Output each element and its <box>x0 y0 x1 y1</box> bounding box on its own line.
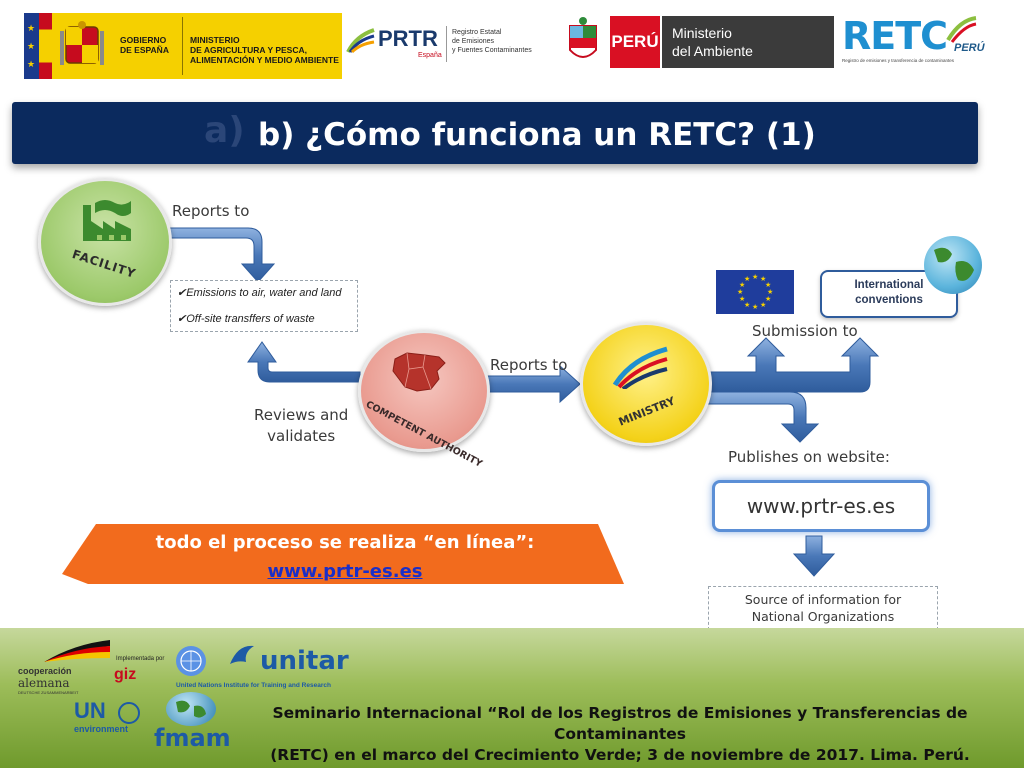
international-line1: International <box>854 279 924 291</box>
un-environment-logo: UN environment <box>70 698 150 754</box>
submission-to-label: Submission to <box>752 322 858 340</box>
spain-flag-strip <box>39 13 52 79</box>
un-env-line1: UN <box>74 698 106 723</box>
arrow-facility-reports <box>167 227 276 283</box>
eu-flag-strip: ★★★ <box>24 13 39 79</box>
prtr-desc-line2: de Emisiones <box>452 38 495 45</box>
diagram-arrows <box>167 227 880 577</box>
retc-wordmark: RETC <box>842 14 948 58</box>
seminar-line2: (RETC) en el marco del Crecimiento Verde… <box>270 746 970 764</box>
coat-of-arms-icon <box>60 21 104 73</box>
reports-to-label-2: Reports to <box>490 356 568 374</box>
svg-text:★: ★ <box>752 303 758 311</box>
peru-ministry-box: Ministerio del Ambiente <box>662 16 834 68</box>
competent-authority-node: COMPETENT AUTHORITY <box>358 330 490 470</box>
page-title: b) ¿Cómo funciona un RETC? (1) <box>258 117 816 153</box>
prtr-wordmark: PRTR <box>378 26 438 51</box>
svg-text:★: ★ <box>744 301 750 309</box>
unitar-bird-icon <box>226 640 258 677</box>
prtr-swoosh-icon <box>346 26 376 59</box>
peru-label: PERÚ <box>610 16 660 68</box>
reviews-line1: Reviews and <box>254 406 349 424</box>
globe-icon <box>924 236 982 294</box>
svg-text:★: ★ <box>760 275 766 283</box>
facility-node: FACILITY <box>38 178 172 306</box>
ministerio-line1: MINISTERIO <box>190 35 240 45</box>
ministerio-line2: DE AGRICULTURA Y PESCA, <box>190 45 307 55</box>
implementada-label: Implementada por <box>116 656 165 662</box>
prtr-logo: PRTR España Registro Estatal de Emisione… <box>346 20 536 70</box>
callout-link[interactable]: www.prtr-es.es <box>267 561 423 582</box>
ministerio-line3: ALIMENTACIÓN Y MEDIO AMBIENTE <box>190 55 339 65</box>
arrow-website-source <box>792 535 836 577</box>
retc-desc: Registro de emisiones y transferencia de… <box>842 58 955 63</box>
logo-bar: ★★★ GOBIERNO DE ESPAÑA MINISTERIO DE AGR… <box>0 0 1024 92</box>
cooperacion-alemana-logo: cooperación alemana DEUTSCHE ZUSAMMENARB… <box>14 640 110 695</box>
arrow-ministry-submission <box>705 337 880 393</box>
svg-text:★: ★ <box>765 281 771 289</box>
svg-text:★: ★ <box>760 301 766 309</box>
prtr-desc-line3: y Fuentes Contaminantes <box>452 47 532 54</box>
retc-peru-logo: RETC PERÚ Registro de emisiones y transf… <box>842 14 992 70</box>
facility-label: FACILITY <box>70 247 138 281</box>
gobierno-line1: GOBIERNO <box>120 35 167 45</box>
ministry-swoosh-icon <box>611 345 671 394</box>
fmam-globe-icon <box>166 692 216 726</box>
prtr-desc-line1: Registro Estatal <box>452 29 502 36</box>
website-box[interactable]: www.prtr-es.es <box>712 480 930 532</box>
international-line2: conventions <box>855 294 923 306</box>
peru-ministry-line2: del Ambiente <box>672 43 753 59</box>
svg-text:★: ★ <box>744 275 750 283</box>
svg-text:★: ★ <box>767 288 773 296</box>
svg-text:★: ★ <box>739 281 745 289</box>
un-emblem-icon <box>176 646 206 676</box>
bullet-waste: ✔Off-site transffers of waste <box>177 313 315 325</box>
source-line1: Source of information for <box>744 592 902 607</box>
cooperacion-line3: DEUTSCHE ZUSAMMENARBEIT <box>18 690 79 695</box>
spain-map-icon <box>391 349 449 400</box>
cooperacion-line2: alemana <box>18 676 70 690</box>
ministry-node: MINISTRY <box>580 322 712 446</box>
prtr-espana: España <box>418 52 442 59</box>
giz-logo: giz <box>114 666 137 683</box>
un-env-globe-icon <box>118 702 140 724</box>
svg-text:★: ★ <box>737 288 743 296</box>
peru-seal-icon <box>562 16 604 68</box>
title-bar <box>12 102 978 164</box>
reviews-line2: validates <box>267 427 336 445</box>
cooperacion-line1: cooperación <box>18 666 72 676</box>
arrow-reviews <box>247 341 361 383</box>
title-ghost-letter: a) <box>204 110 245 151</box>
factory-icon <box>81 199 133 248</box>
emissions-box: ✔Emissions to air, water and land ✔Off-s… <box>170 280 358 332</box>
retc-peru-text: PERÚ <box>954 42 985 54</box>
svg-text:★: ★ <box>752 273 758 281</box>
seminar-line1: Seminario Internacional “Rol de los Regi… <box>272 704 968 743</box>
bullet-emissions: ✔Emissions to air, water and land <box>177 287 342 299</box>
german-flag-swoosh-icon <box>44 640 110 662</box>
callout-text: todo el proceso se realiza “en línea”: <box>155 532 535 553</box>
reports-to-label-1: Reports to <box>172 202 250 220</box>
peru-ministry-line1: Ministerio <box>672 25 732 41</box>
un-env-line2: environment <box>74 724 129 734</box>
ministry-label: MINISTRY <box>616 394 677 429</box>
fmam-wordmark: fmam <box>154 724 231 752</box>
arrow-ca-ministry <box>483 364 581 404</box>
unitar-wordmark: unitar <box>260 646 349 676</box>
eu-flag-icon: ★★★★ ★★★★ ★★★★ <box>716 270 794 314</box>
gobierno-line2: DE ESPAÑA <box>120 45 169 55</box>
source-line2: National Organizations <box>751 609 895 624</box>
svg-text:★: ★ <box>765 295 771 303</box>
gobierno-espana-logo: ★★★ GOBIERNO DE ESPAÑA MINISTERIO DE AGR… <box>24 13 342 79</box>
source-box: Source of information for National Organ… <box>708 586 938 630</box>
publishes-label: Publishes on website: <box>728 448 890 466</box>
retc-swoosh-icon <box>946 16 978 49</box>
arrow-ministry-publish <box>705 391 820 443</box>
orange-callout-shape <box>62 524 624 584</box>
unitar-desc: United Nations Institute for Training an… <box>176 682 331 689</box>
svg-text:★: ★ <box>739 295 745 303</box>
